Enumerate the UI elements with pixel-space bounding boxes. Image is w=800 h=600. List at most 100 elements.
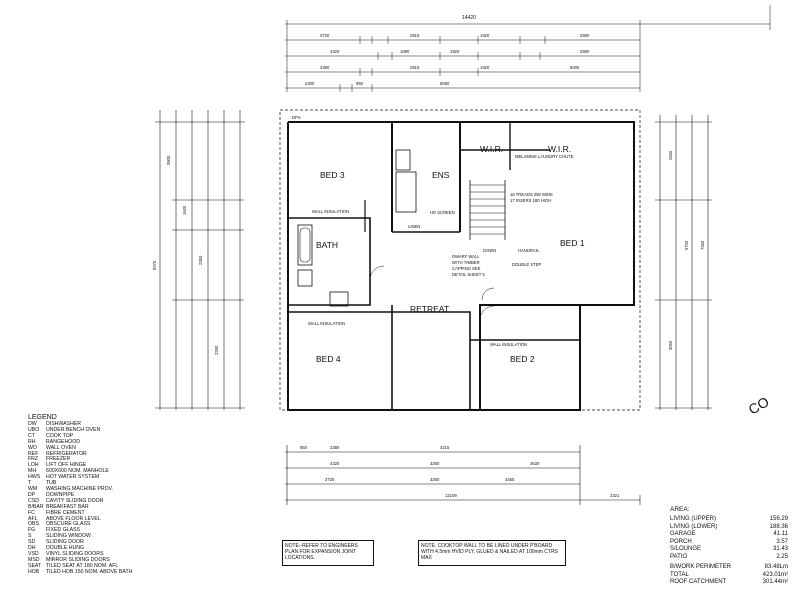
legend-abbr: SD <box>28 539 36 546</box>
legend-desc: FIXED GLASS <box>46 527 81 534</box>
legend-desc: TUB <box>46 480 57 487</box>
bottom-dimension-lines <box>285 445 641 505</box>
legend-abbr: HWS <box>28 474 41 481</box>
area-label: TOTAL <box>670 571 689 578</box>
area-row: LIVING (LOWER)188.36 <box>670 524 788 532</box>
dim-top-row4-1: 2300 <box>305 81 315 86</box>
legend-desc: BREAKFAST BAR <box>46 503 89 510</box>
note-wall-insulation-1: WALL INSULATION <box>312 209 349 214</box>
note-risers: 17 RISERS 180 HIGH <box>510 198 551 203</box>
dim-top-row1-4: 2910 <box>410 33 420 38</box>
note-dps: DPS <box>292 115 301 120</box>
note-dwarf-wall-3: CAPPING SEE <box>452 266 481 271</box>
dim-top-row1-6: 1920 <box>480 33 490 38</box>
note-dwarf-wall-2: WITH TIMBER <box>452 260 480 265</box>
area-value: 301.44m² <box>762 579 788 585</box>
legend-row: AFL ABOVE FLOOR LEVEL <box>28 515 268 523</box>
dim-top-row2-4: 1880 <box>400 49 410 54</box>
legend-abbr: T <box>28 480 32 487</box>
legend-desc: RANGEHOOD <box>46 438 81 445</box>
area-value: 423.01m² <box>762 571 788 578</box>
note-wall-insulation-2: WALL INSULATION <box>308 321 345 326</box>
top-dimension-lines <box>285 5 771 92</box>
legend-abbr: DW <box>28 421 37 427</box>
right-dimension-lines <box>655 115 712 410</box>
legend-desc: DOUBLE HUNG <box>46 545 85 552</box>
legend-desc: ABOVE FLOOR LEVEL <box>46 515 101 522</box>
area-label: PATIO <box>670 553 688 560</box>
legend-desc: WASHING MACHINE PROV. <box>46 485 114 492</box>
room-bed1: BED 1 <box>560 238 585 248</box>
legend-row: WO WALL OVEN <box>28 444 268 452</box>
dim-top-row3-6: 5000 <box>570 65 580 70</box>
area-label: LIVING (LOWER) <box>670 523 718 530</box>
area-label: GARAGE <box>670 531 696 537</box>
area-value: 83.48Lm <box>764 564 788 570</box>
room-retreat: RETREAT <box>410 304 449 314</box>
area-label: S/LOUNGE <box>670 546 702 552</box>
legend-abbr: VSD <box>28 550 39 557</box>
legend-abbr: B/BAR <box>28 503 44 510</box>
note-down: DOWN <box>483 248 496 253</box>
legend-abbr: AFL <box>28 515 38 522</box>
legend-abbr: WM <box>28 485 38 492</box>
note-wall-insulation-3: WALL INSULATION <box>490 342 527 347</box>
note-dwarf-wall-1: DWARF WALL <box>452 254 480 259</box>
dim-bottom-row1-1: 950 <box>300 445 308 450</box>
area-label: LIVING (UPPER) <box>670 516 717 522</box>
note-box-cooktop: NOTE: COOKTOP WALL TO BE LINED UNDER P'B… <box>418 540 566 566</box>
legend-desc: CAVITY SLIDING DOOR <box>46 497 104 504</box>
room-bed4: BED 4 <box>316 354 341 364</box>
legend-desc: 600X600 NOM. MANHOLE <box>46 468 109 475</box>
room-labels: BED 3 ENS W.I.R. W.I.R. BED 1 BATH RETRE… <box>316 144 585 364</box>
area-title: AREA: <box>670 506 690 513</box>
area-value: 156.29 <box>769 516 788 522</box>
legend-abbr: MSD <box>28 556 40 563</box>
area-label: ROOF CATCHMENT <box>670 579 727 585</box>
legend-desc: TILED HOB 150 NOM. ABOVE BATH <box>46 568 133 575</box>
dim-left-4: 2250 <box>214 345 219 355</box>
legend-abbr: LOH <box>28 462 39 469</box>
dim-bottom-row2-3: 3250 <box>430 461 440 466</box>
dim-top-row2-7: 2960 <box>580 49 590 54</box>
legend-desc: MIRROR SLIDING DOORS <box>46 556 110 563</box>
legend-desc: LIFT OFF HINGE <box>46 462 87 469</box>
legend-row: DH DOUBLE HUNG <box>28 545 268 552</box>
corner-text: CO <box>746 393 772 417</box>
area-label: B/WORK PERIMETER <box>670 564 732 570</box>
area-row: ROOF CATCHMENT 301.44m² <box>670 579 788 587</box>
note-cooktop-text: NOTE: COOKTOP WALL TO BE LINED UNDER P'B… <box>421 543 558 561</box>
dim-bottom-row3-5: 4450 <box>505 477 515 482</box>
note-melamine-chute: MELAMINE LAUNDRY CHUTE <box>515 154 574 159</box>
dim-bottom-row1-2: 2380 <box>330 445 340 450</box>
dim-bottom-row2-5: 3630 <box>530 461 540 466</box>
dim-bottom-row2-1: 4320 <box>330 461 340 466</box>
dim-top-row1-8: 2960 <box>580 33 590 38</box>
area-row: B/WORK PERIMETER 83.48Lm <box>670 564 788 572</box>
dim-right-3: 3560 <box>668 340 673 350</box>
legend-abbr: WO <box>28 444 37 451</box>
dim-right-4: 7350 <box>700 240 705 250</box>
legend-desc: DOWNPIPE <box>46 491 75 498</box>
dimension-text: 14420 3720 2910 1920 2960 4320 1880 1920… <box>152 15 705 498</box>
legend-abbr: DH <box>28 545 36 552</box>
legend-desc: UNDER BENCH OVEN <box>46 426 101 433</box>
note-double-step: DOUBLE STEP <box>512 262 542 267</box>
legend-abbr: REF <box>28 450 39 457</box>
legend-row: MSD MIRROR SLIDING DOORS <box>28 556 268 564</box>
legend-row: T TUB <box>28 480 268 487</box>
legend-desc: WALL OVEN <box>46 444 76 451</box>
